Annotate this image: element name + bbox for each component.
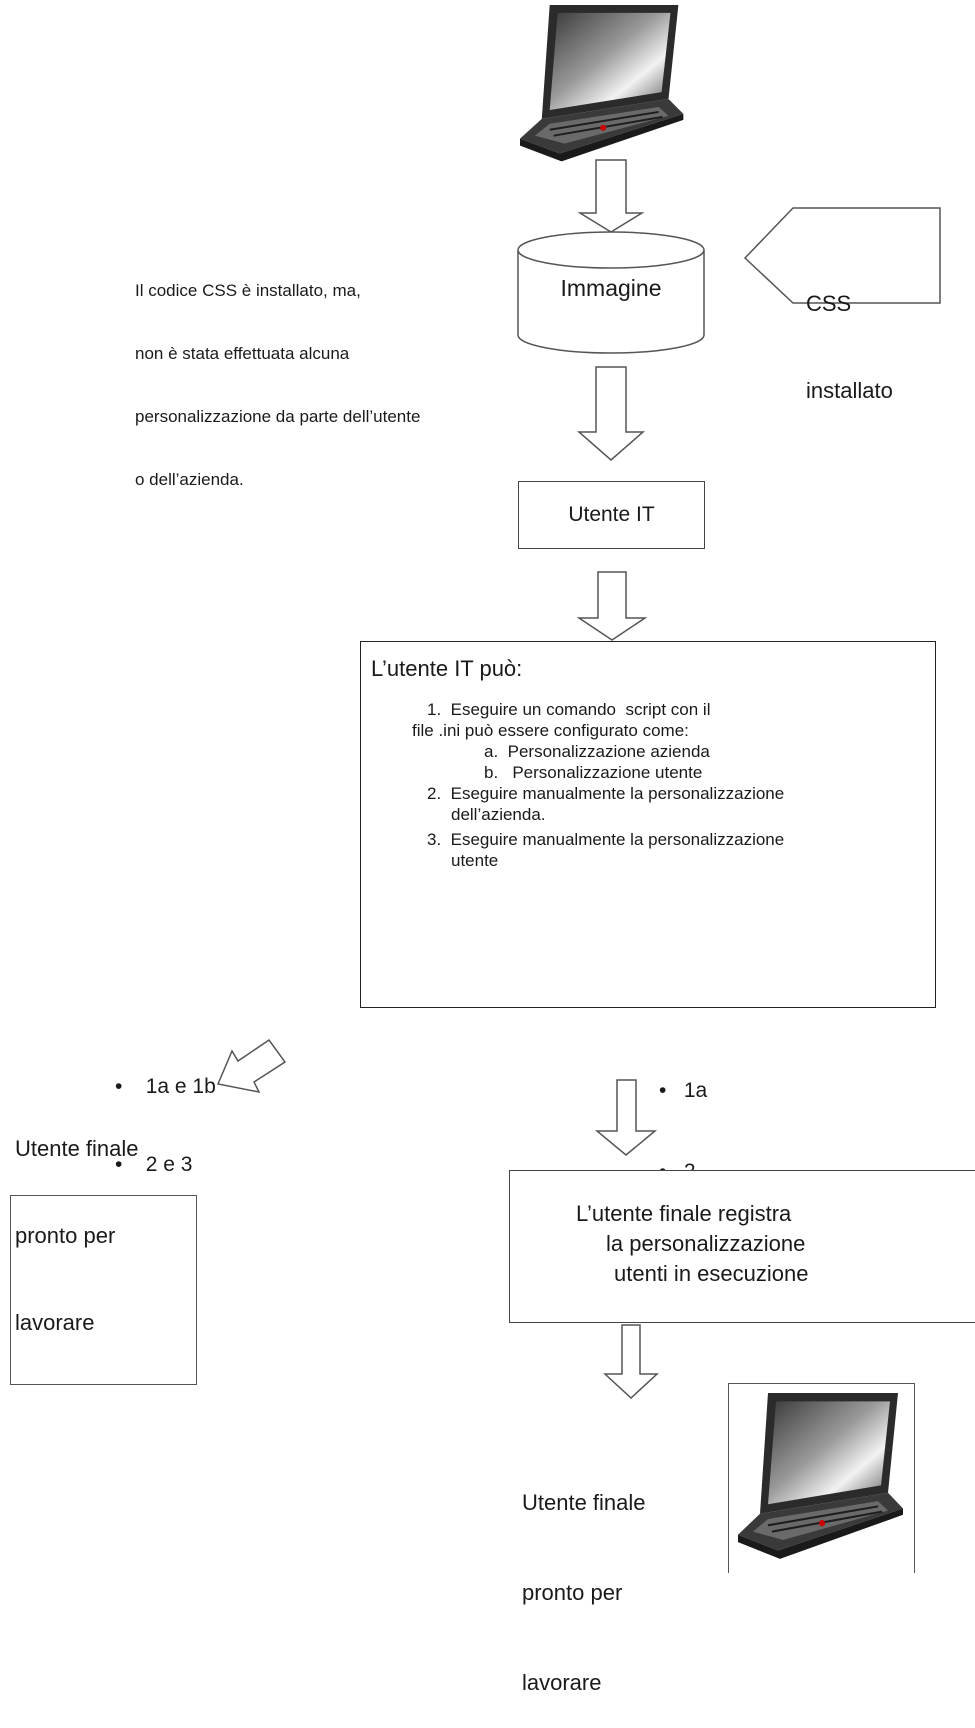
ready-line: lavorare <box>15 1310 95 1335</box>
it-step-1: 1. Eseguire un comando script con il <box>427 700 711 719</box>
it-step-2: 2. Eseguire manualmente la personalizzaz… <box>427 784 785 803</box>
register-line-3: utenti in esecuzione <box>614 1261 809 1286</box>
laptop-frame-bottom <box>728 1383 915 1573</box>
it-step-1b: b. Personalizzazione utente <box>484 763 703 782</box>
bullet-text: 1a <box>683 1079 708 1102</box>
arrow-down-3 <box>576 571 648 641</box>
laptop-frame-left <box>10 1195 197 1385</box>
image-cylinder <box>517 231 705 354</box>
bottom-ready-text: Utente finale pronto per lavorare <box>522 1428 646 1728</box>
left-ready-text: Utente finale pronto per lavorare <box>15 1076 139 1366</box>
arrow-down-1 <box>577 159 645 233</box>
css-tag-line: CSS <box>806 291 852 316</box>
diagram-connectors <box>16 4 941 1560</box>
css-note-text: Il codice CSS è installato, ma, non è st… <box>135 238 420 511</box>
arrow-diagonal-left <box>216 1038 287 1094</box>
image-label: Immagine <box>560 275 662 301</box>
note-line: non è stata effettuata alcuna <box>135 344 350 363</box>
ready-line: Utente finale <box>522 1490 646 1515</box>
arrow-down-5 <box>603 1324 659 1400</box>
it-user-label: Utente IT <box>568 503 655 526</box>
css-installed-label: CSS installato <box>806 231 893 434</box>
bullet-icon: • <box>115 1153 123 1176</box>
it-step-1a: a. Personalizzazione azienda <box>484 742 710 761</box>
css-installed-tag <box>743 207 941 304</box>
arrow-down-4 <box>594 1079 658 1156</box>
it-instructions-box: L’utente IT può: 1. Eseguire un comando … <box>360 641 936 1008</box>
register-line-2: la personalizzazione <box>606 1231 806 1256</box>
it-box-heading: L’utente IT può: <box>371 656 523 681</box>
bullet-icon: • <box>115 1075 123 1098</box>
bullet-icon: • <box>659 1079 667 1102</box>
ready-line: Utente finale <box>15 1136 139 1161</box>
bullet-text: 1a e 1b <box>145 1075 216 1098</box>
note-line: Il codice CSS è installato, ma, <box>135 281 361 300</box>
left-bullet-list: • 1a e 1b • 2 e 3 <box>115 1022 216 1204</box>
left-bullet-item: • 2 e 3 <box>115 1152 216 1178</box>
css-tag-line: installato <box>806 378 893 403</box>
left-bullet-item: • 1a e 1b <box>115 1074 216 1100</box>
register-line-1: L’utente finale registra <box>576 1201 792 1226</box>
laptop-icon-top <box>519 4 685 163</box>
register-box: L’utente finale registra la personalizza… <box>509 1170 975 1323</box>
ready-line: pronto per <box>15 1223 116 1248</box>
arrow-down-2 <box>577 366 645 461</box>
it-user-box: Utente IT <box>518 481 705 549</box>
it-step-3-cont: utente <box>451 851 499 870</box>
note-line: personalizzazione da parte dell’utente <box>135 407 421 426</box>
it-step-3: 3. Eseguire manualmente la personalizzaz… <box>427 830 785 849</box>
ready-line: lavorare <box>522 1670 602 1695</box>
it-step-1-cont: file .ini può essere configurato come: <box>412 721 689 740</box>
ready-line: pronto per <box>522 1580 623 1605</box>
note-line: o dell’azienda. <box>135 470 244 489</box>
right-bullet-item: • 1a <box>659 1077 707 1104</box>
it-step-2-cont: dell’azienda. <box>451 805 546 824</box>
bullet-text: 2 e 3 <box>145 1153 193 1176</box>
